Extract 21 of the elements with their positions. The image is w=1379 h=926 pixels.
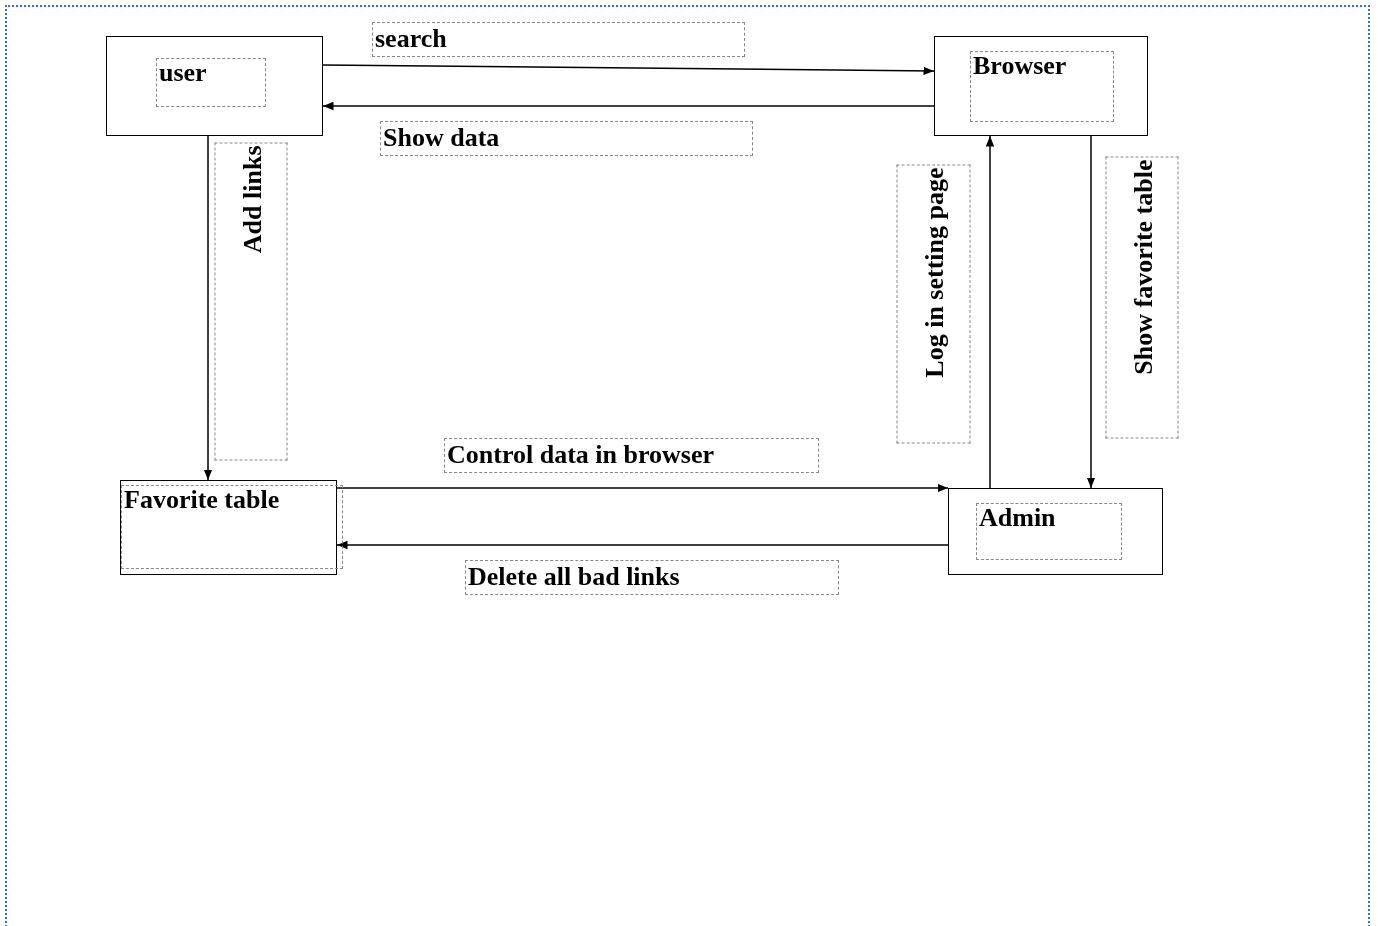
arrow	[336, 540, 949, 550]
edge-label: search	[372, 22, 745, 57]
arrow	[336, 483, 949, 493]
edge-label: Add links	[214, 142, 287, 460]
edge-label: Show favorite table	[1105, 156, 1178, 438]
arrow	[322, 64, 935, 76]
process-box	[948, 488, 1163, 575]
arrow	[203, 135, 213, 481]
arrow	[985, 135, 995, 489]
edge-label: Show data	[380, 121, 753, 156]
process-box	[106, 36, 323, 136]
edge-label: Log in setting page	[896, 164, 970, 443]
arrow	[1086, 135, 1096, 489]
arrow	[322, 101, 935, 111]
node-label: Browser	[970, 51, 1114, 122]
edge-label: Delete all bad links	[465, 560, 839, 595]
node-label: Admin	[976, 503, 1122, 560]
node-label: Favorite table	[121, 485, 343, 569]
process-box	[934, 36, 1148, 136]
edge-label: Control data in browser	[444, 438, 819, 473]
node-label: user	[156, 58, 266, 107]
